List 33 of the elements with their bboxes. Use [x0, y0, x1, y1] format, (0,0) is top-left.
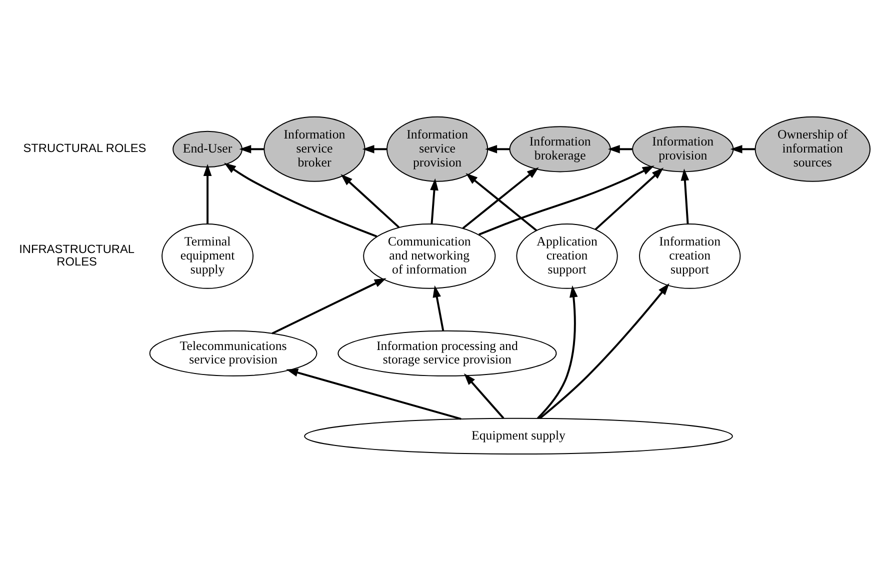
arrow — [680, 168, 690, 224]
node-ellipse: Ownership of information sources — [754, 116, 871, 182]
node-ellipse: Information processing and storage service provision — [338, 330, 557, 376]
node-ellipse: End-User — [172, 130, 242, 167]
arrow — [286, 368, 462, 420]
label: STRUCTURAL ROLES — [23, 140, 146, 155]
arrow — [224, 162, 378, 237]
arrow — [730, 144, 756, 153]
arrow — [462, 166, 539, 228]
arrow — [608, 144, 632, 153]
arrow — [340, 174, 400, 228]
label: INFRASTRUCTURAL ROLES — [19, 241, 135, 268]
arrow — [466, 172, 538, 231]
node-ellipse: Information provision — [632, 126, 734, 172]
node-ellipse: Terminal equipment supply — [162, 222, 254, 288]
arrow — [362, 144, 387, 153]
arrow — [539, 282, 670, 419]
arrow — [430, 178, 438, 224]
arrow — [239, 144, 264, 153]
node-ellipse: Information creation support — [639, 222, 741, 288]
node-ellipse: Information service provision — [386, 116, 488, 182]
arrow — [485, 144, 510, 153]
arrow — [478, 165, 654, 236]
arrow — [464, 372, 504, 418]
arrow — [432, 284, 444, 330]
node-ellipse: Equipment supply — [304, 417, 733, 454]
node-ellipse: Information service broker — [264, 116, 366, 182]
arrow — [272, 278, 386, 334]
arrow — [594, 167, 664, 230]
node-ellipse: Information brokerage — [509, 126, 611, 172]
arrow — [203, 164, 212, 224]
arrow — [537, 284, 578, 418]
node-ellipse: Application creation support — [516, 222, 618, 288]
